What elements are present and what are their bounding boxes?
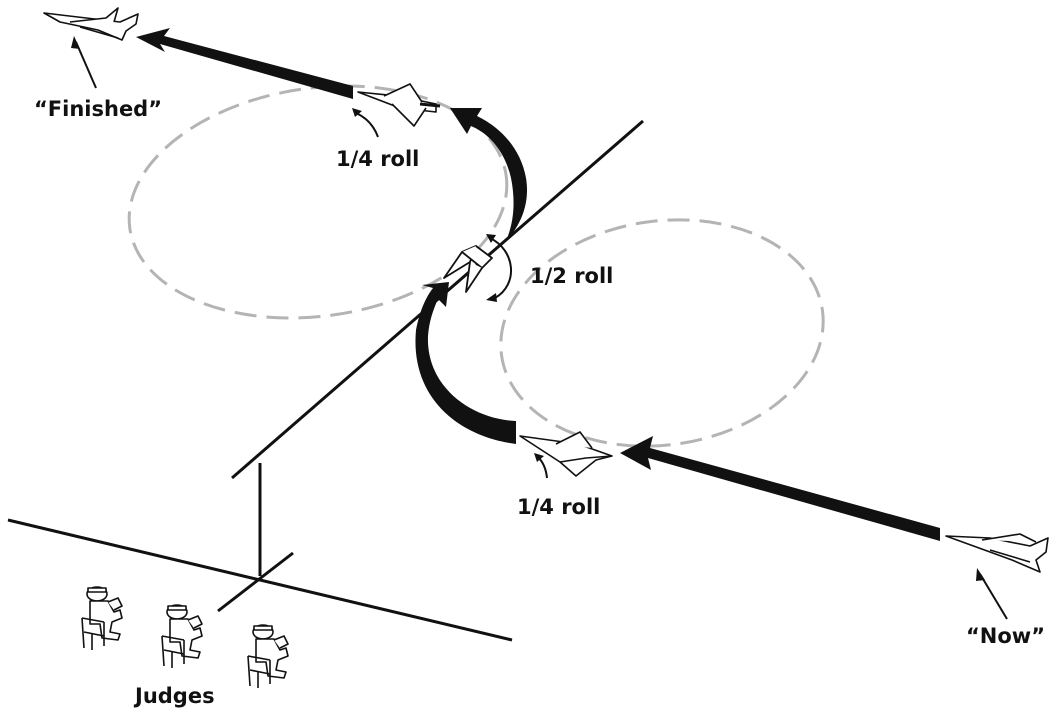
quarter-roll-top-arrow — [355, 112, 379, 138]
reference-lines — [7, 119, 644, 642]
half-roll-arrowhead-bottom — [486, 293, 497, 302]
judges-label: Judges — [133, 684, 215, 708]
airplane-middle — [443, 245, 493, 293]
quarter-roll-bottom-arrow — [537, 456, 548, 479]
half-roll-arrowhead-top — [486, 234, 496, 243]
label-pointers — [71, 36, 1008, 620]
flight-path — [136, 28, 940, 541]
roll-indicators — [352, 108, 548, 479]
loop-paths — [127, 84, 825, 448]
airplane-now — [945, 533, 1049, 573]
quarter-roll-bottom-arrowhead — [534, 453, 544, 462]
finished-pointer-head — [71, 36, 80, 49]
airplane-top — [357, 83, 441, 127]
now-pointer-head — [976, 568, 985, 581]
now-label: “Now” — [966, 624, 1045, 648]
judge-figure — [247, 624, 289, 688]
judges-group — [81, 586, 289, 688]
quarter-roll-top-label: 1/4 roll — [336, 147, 419, 171]
judge-figure — [81, 586, 123, 650]
lower-climb-arrow — [415, 282, 516, 444]
airplane-finished — [43, 7, 139, 41]
half-roll-arrow — [489, 237, 512, 299]
judges-sight-line — [217, 551, 294, 613]
judge-figure — [161, 604, 203, 668]
upper-climb-arrow — [450, 108, 528, 241]
finished-label: “Finished” — [34, 97, 162, 121]
now-pointer — [979, 573, 1008, 620]
lower-loop — [499, 218, 825, 448]
upper-loop — [127, 84, 509, 320]
half-roll-label: 1/2 roll — [530, 264, 613, 288]
finished-pointer — [75, 41, 97, 89]
quarter-roll-top-arrowhead — [352, 108, 362, 117]
quarter-roll-bottom-label: 1/4 roll — [517, 495, 600, 519]
entry-arrow — [620, 436, 940, 541]
exit-arrow — [136, 28, 353, 99]
airplane-bottom — [519, 431, 613, 477]
